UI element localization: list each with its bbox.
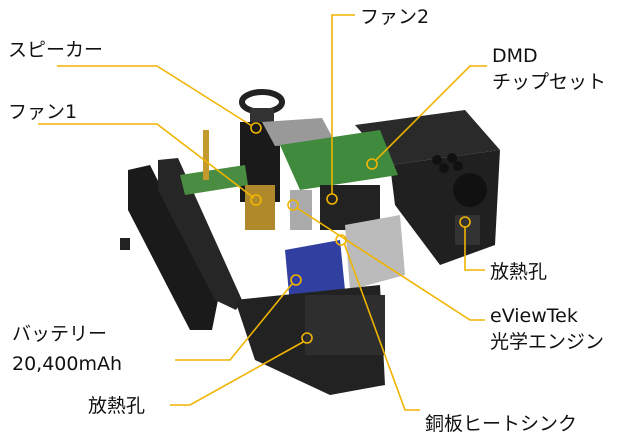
label-battery: バッテリー — [12, 323, 108, 345]
battery — [285, 240, 345, 305]
label-fan1: ファン1 — [8, 101, 78, 123]
side-panel-outer — [128, 165, 218, 330]
label-optical-engine: 光学エンジン — [490, 331, 605, 353]
label-speaker: スピーカー — [8, 39, 104, 61]
housing-top — [355, 110, 500, 165]
label-vent-left: 放熱孔 — [88, 395, 146, 417]
side-panel-inner — [158, 158, 242, 310]
pcb-main — [280, 130, 398, 190]
leader-lines — [38, 14, 487, 411]
label-dmd: DMD — [492, 45, 538, 67]
label-heatsink: 銅板ヒートシンク — [425, 413, 578, 435]
label-fan2: ファン2 — [360, 6, 430, 28]
label-battery-capacity: 20,400mAh — [12, 353, 123, 375]
label-engine: eViewTek — [490, 305, 578, 327]
pcb-left — [180, 165, 248, 195]
label-vent-right: 放熱孔 — [490, 261, 548, 283]
label-dmd-chipset: チップセット — [492, 71, 607, 93]
heatsink-mesh — [345, 215, 405, 290]
lens-hole — [453, 173, 487, 207]
